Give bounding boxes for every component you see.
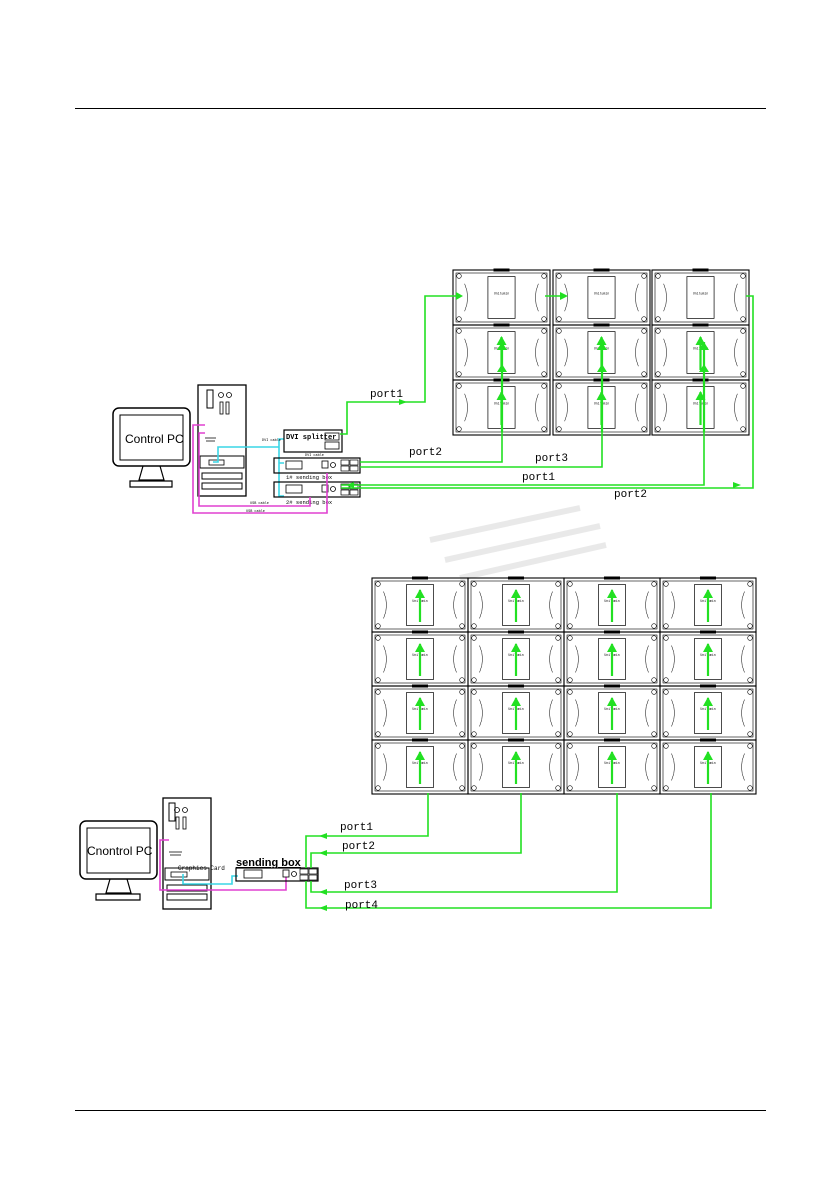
dvi-cable-2 [182, 874, 238, 885]
diagram-1-port-wiring [340, 295, 754, 489]
cabinet-r3-c3: Unilumin [563, 684, 661, 741]
cnontrol-pc-label: Cnontrol PC [87, 844, 153, 858]
control-pc-label: Control PC [125, 432, 184, 446]
watermark [429, 505, 607, 581]
usb-cable-2 [198, 432, 311, 507]
cabinet-r1-c3: Unilumin [651, 268, 750, 326]
cabinet-r1-c2: Unilumin [552, 268, 651, 326]
diagram-2-port-wiring [305, 793, 712, 909]
dvi-cable-label-b: DVI cable [305, 453, 324, 458]
dvi-cable-label-a: DVI cable [262, 438, 281, 443]
cabinet-r2-c2: Unilumin [467, 630, 565, 687]
cabinet-r3-c1: Unilumin [371, 684, 469, 741]
cabinet-r1-c4: Unilumin [659, 576, 757, 633]
cabinet-logo: Unilumin [594, 292, 609, 296]
d1-port-label-3: port3 [535, 453, 568, 465]
cabinet-logo: Unilumin [494, 292, 509, 296]
dvi-splitter [283, 429, 343, 453]
usb-cable-1 [192, 424, 328, 514]
cabinet-r3-c4: Unilumin [659, 684, 757, 741]
d1-port-label-2: port2 [409, 447, 442, 459]
cabinet-r1-c2: Unilumin [467, 576, 565, 633]
control-pc-monitor [112, 407, 191, 488]
cabinet-r2-c3: Unilumin [563, 630, 661, 687]
cabinet-r4-c2: Unilumin [467, 738, 565, 795]
d2-port-label-1: port1 [340, 822, 373, 834]
usb-cable-label-b: USB cable [246, 509, 265, 514]
cabinet-r1-c3: Unilumin [563, 576, 661, 633]
d2-port-label-3: port3 [344, 880, 377, 892]
usb-cable-label-a: USB cable [250, 501, 269, 506]
cabinet-r1-c1: Unilumin [452, 268, 551, 326]
graphics-card-label: Graphics Card [178, 865, 225, 872]
cabinet-r1-c1: Unilumin [371, 576, 469, 633]
cabinet-r4-c4: Unilumin [659, 738, 757, 795]
sending-box [235, 867, 319, 882]
sending-box-1 [273, 457, 361, 474]
cnontrol-pc-monitor [79, 820, 158, 901]
dvi-splitter-label: DVI splitter [286, 434, 336, 442]
d1-port-label-5: port2 [614, 489, 647, 501]
pc-tower-1 [197, 384, 247, 497]
cabinet-r3-c3: Unilumin [651, 378, 750, 436]
diagram-2-arrows [319, 833, 327, 911]
cabinet-logo: Unilumin [693, 292, 708, 296]
pc-tower-2 [162, 797, 212, 910]
cabinet-r2-c4: Unilumin [659, 630, 757, 687]
d1-port-label-4: port1 [522, 472, 555, 484]
sending-box-1-label: 1# sending box [286, 474, 333, 481]
cabinet-r2-c1: Unilumin [371, 630, 469, 687]
header-rule [75, 108, 766, 109]
d1-port-label-1: port1 [370, 389, 403, 401]
d2-port-label-2: port2 [342, 841, 375, 853]
cabinet-r4-c3: Unilumin [563, 738, 661, 795]
d2-port-label-4: port4 [345, 900, 378, 912]
watermark-stroke [429, 505, 607, 581]
footer-rule [75, 1110, 766, 1111]
diagram-1-port-risers [500, 342, 706, 432]
sending-box-label: sending box [236, 857, 302, 869]
cabinet-r4-c1: Unilumin [371, 738, 469, 795]
dvi-cable-1 [213, 438, 284, 497]
usb-cable-3 [159, 839, 287, 891]
cabinet-r3-c2: Unilumin [467, 684, 565, 741]
